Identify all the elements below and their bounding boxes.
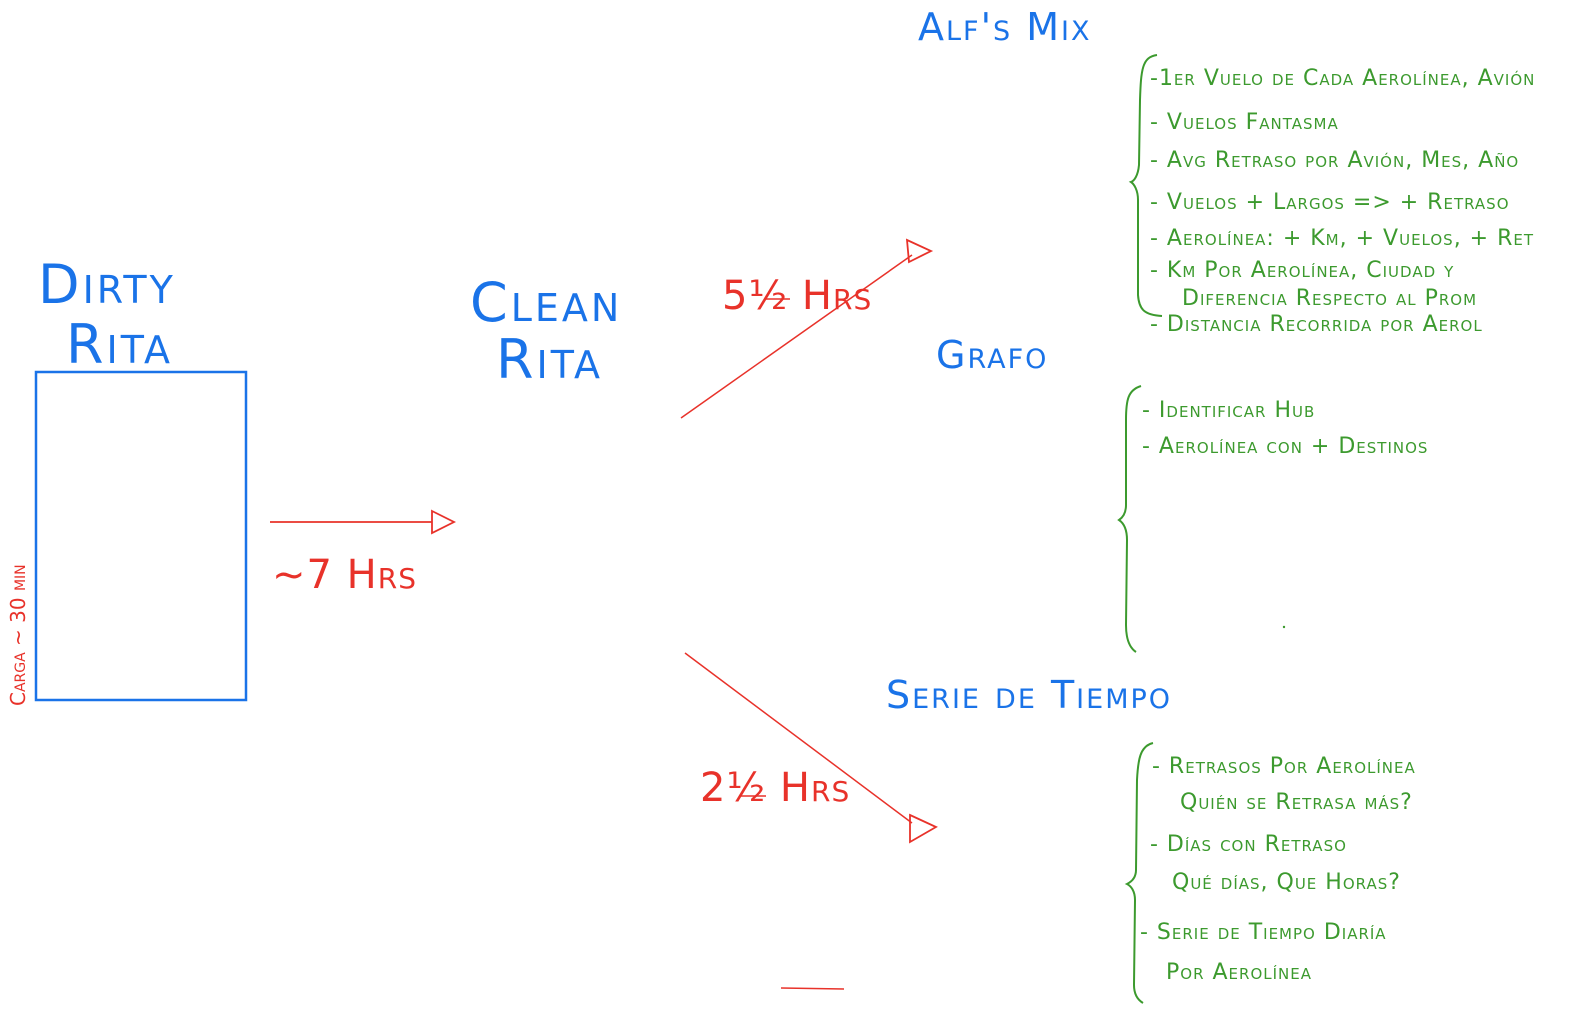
alfs-mix-title: Alf's Mix <box>918 5 1092 49</box>
alfs-mix-item: - Vuelos + Largos => + Retraso <box>1150 190 1510 215</box>
alfs-mix-item: - Aerolínea: + Km, + Vuelos, + Ret <box>1150 226 1535 251</box>
alfs-mix-item: - Avg Retraso por Avión, Mes, Año <box>1150 148 1520 173</box>
serie-title: Serie de Tiempo <box>886 673 1173 717</box>
arrow-main-head <box>431 509 457 535</box>
grafo-brace <box>1117 385 1142 653</box>
carga-label: Carga ~ 30 min <box>6 564 30 706</box>
arrow-upper-line <box>680 254 913 419</box>
grafo-item: - Identificar Hub <box>1142 398 1316 423</box>
alfs-mix-item: - Km Por Aerolínea, Ciudad y <box>1150 258 1455 283</box>
serie-item: Quién se Retrasa más? <box>1180 790 1413 815</box>
serie-item: - Retrasos Por Aerolínea <box>1152 754 1416 779</box>
serie-item: Por Aerolínea <box>1166 960 1312 985</box>
serie-item: - Serie de Tiempo Diaría <box>1140 920 1387 945</box>
arrow-upper-head <box>905 238 934 264</box>
alfs-mix-item: Diferencia Respecto al Prom <box>1182 286 1478 311</box>
serie-item: Qué días, Que Horas? <box>1172 870 1401 895</box>
upper-arrow-label: 5½ Hrs <box>722 273 873 319</box>
arrow-lower-head <box>909 813 938 844</box>
serie-item: - Días con Retraso <box>1150 832 1347 857</box>
dirty-rita-box <box>34 370 248 702</box>
grafo-item: - Aerolínea con + Destinos <box>1142 434 1429 459</box>
clean-rita-title-line1: Clean <box>470 271 623 334</box>
clean-rita-title-line2: Rita <box>496 328 603 391</box>
arrow-lower-line <box>684 652 913 824</box>
alfs-mix-item: - Distancia Recorrida por Aerol <box>1150 312 1483 337</box>
stray-mark <box>780 987 845 990</box>
main-arrow-label: ~7 Hrs <box>272 552 417 598</box>
alfs-mix-brace <box>1128 54 1163 317</box>
stray-dot <box>1282 625 1286 629</box>
alfs-mix-item: - Vuelos Fantasma <box>1150 110 1339 135</box>
dirty-rita-title-line1: Dirty <box>38 253 176 316</box>
serie-brace <box>1124 742 1154 1004</box>
grafo-title: Grafo <box>936 333 1049 377</box>
dirty-rita-title-line2: Rita <box>66 313 173 376</box>
lower-arrow-label: 2½ Hrs <box>700 765 851 811</box>
alfs-mix-item: -1er Vuelo de Cada Aerolínea, Avión <box>1150 66 1536 91</box>
